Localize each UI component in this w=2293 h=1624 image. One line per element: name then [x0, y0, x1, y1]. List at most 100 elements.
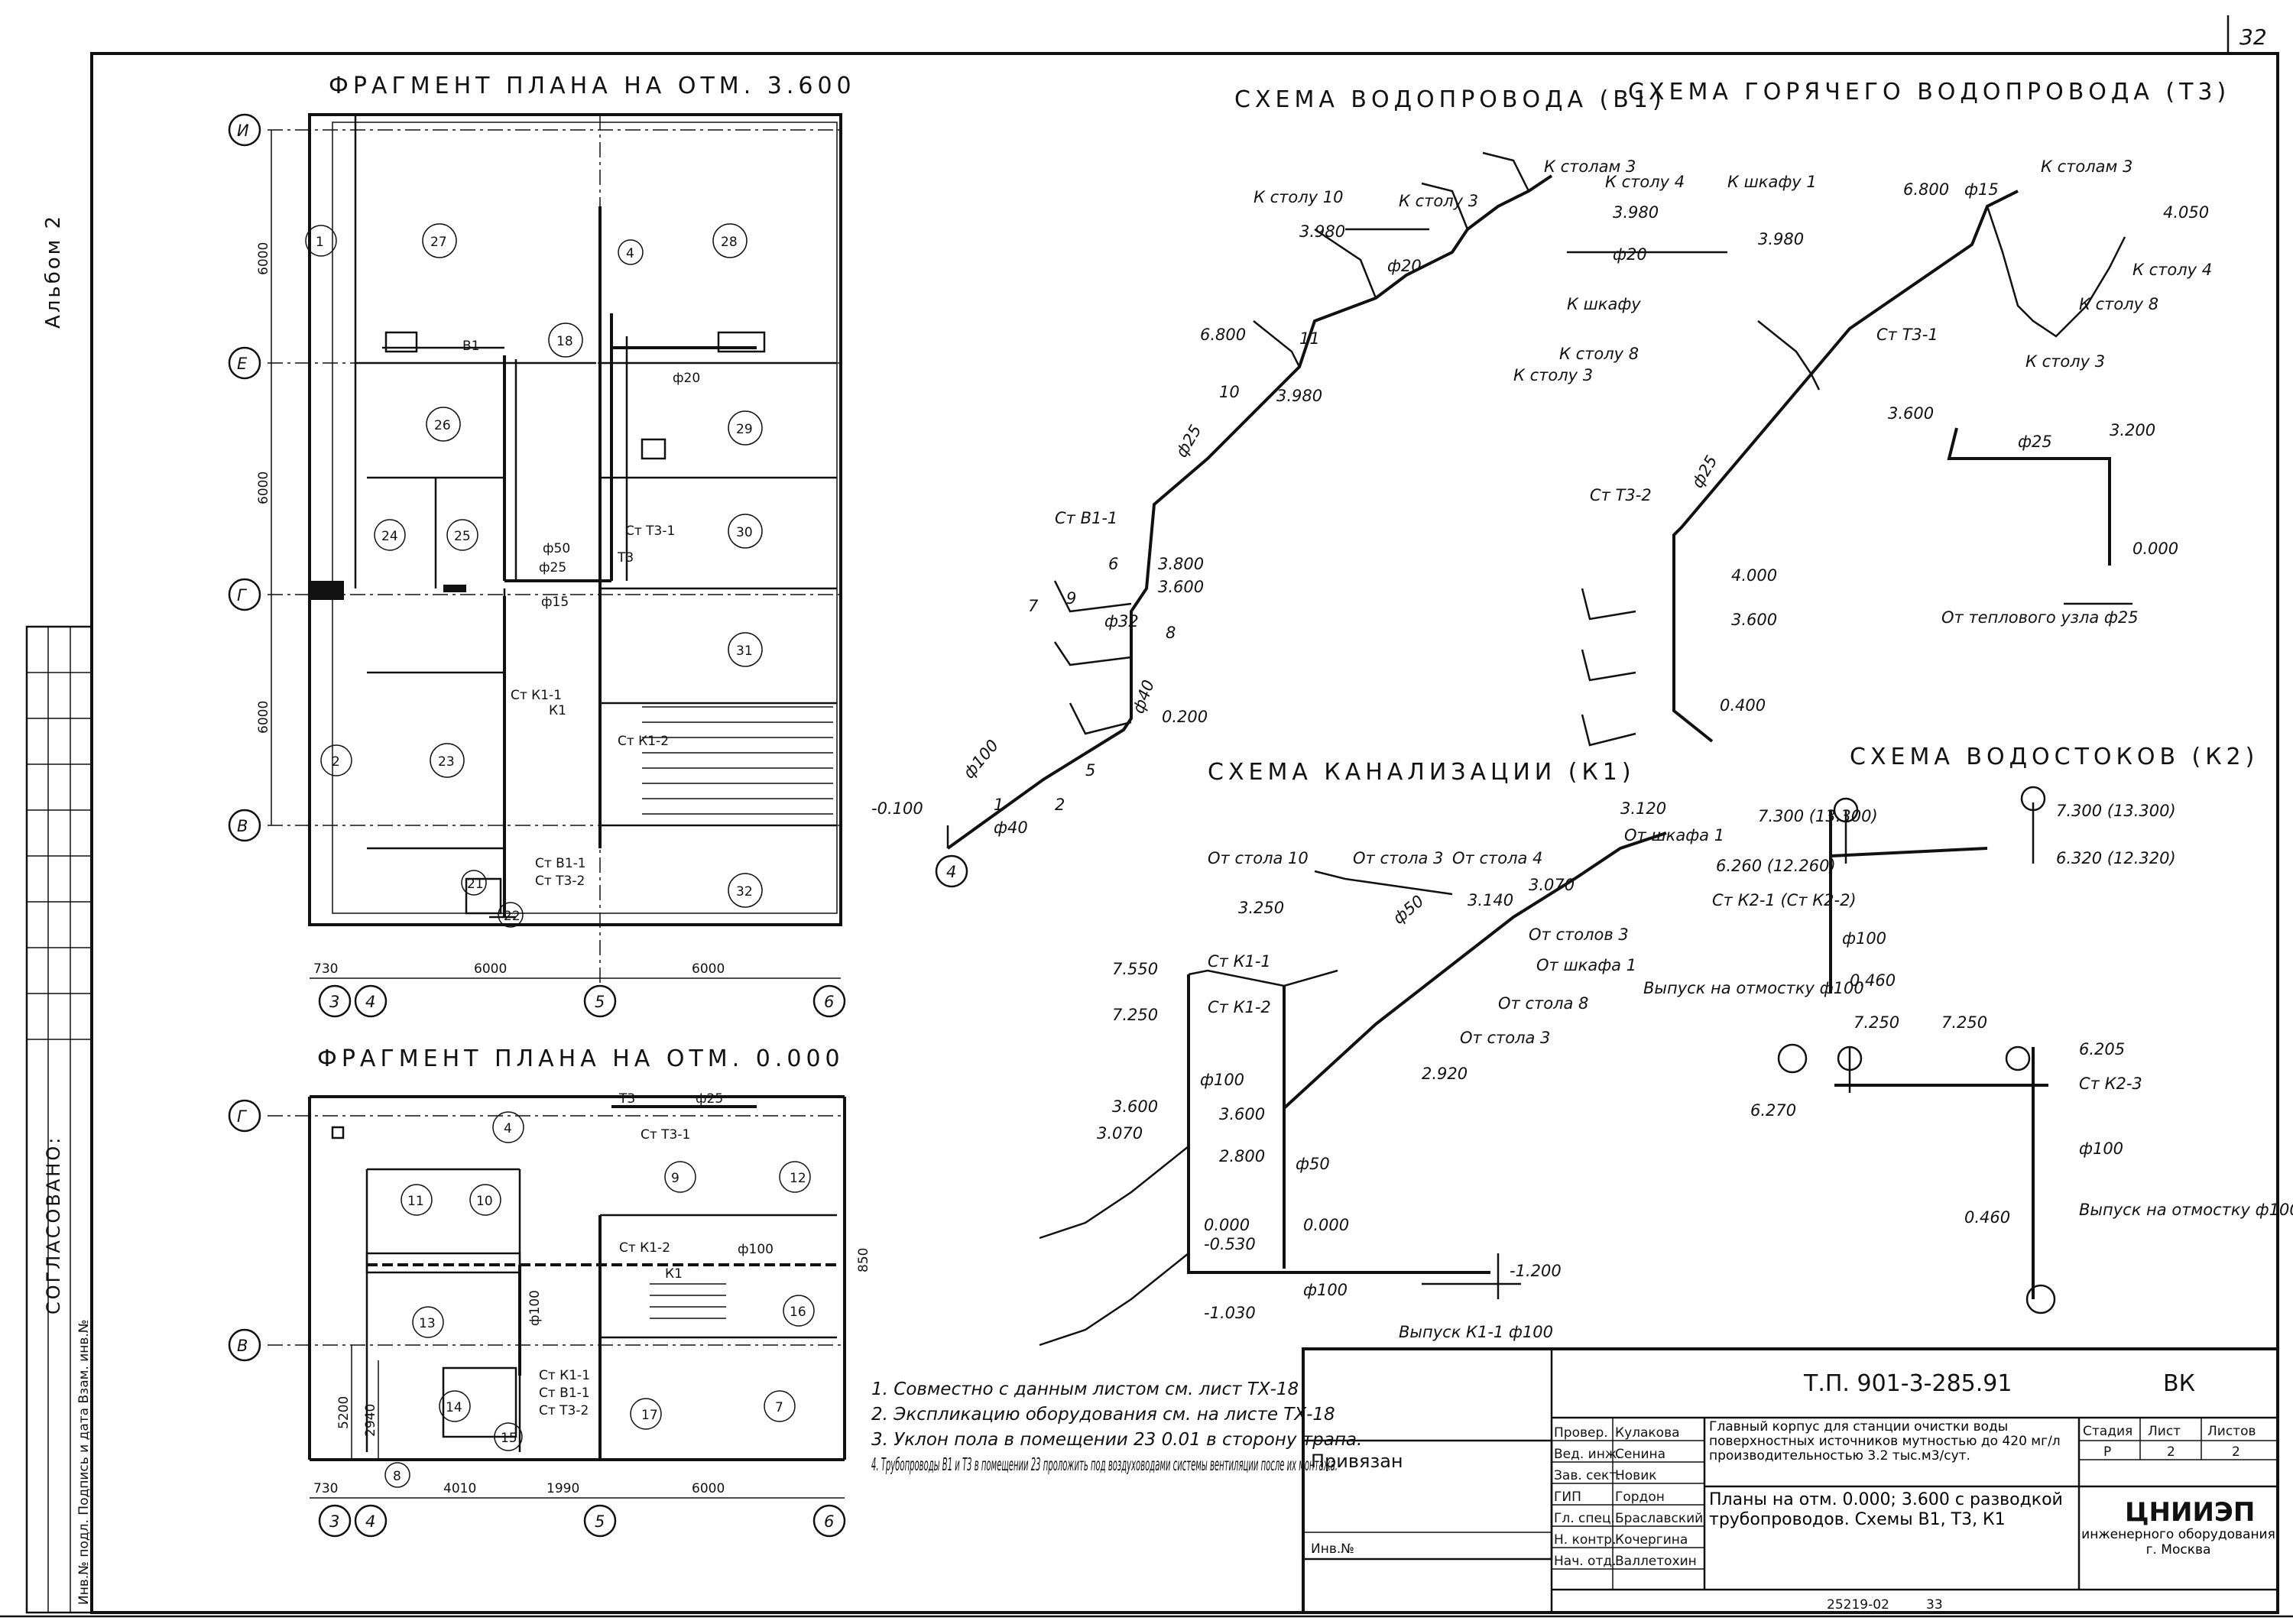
axis-col-1: 3 [329, 993, 339, 1011]
room-label: 32 [736, 884, 753, 900]
pipe-label: Т3 [617, 550, 634, 566]
water-label: 2 [1055, 796, 1065, 814]
scheme-sewer-title: СХЕМА КАНАЛИЗАЦИИ (К1) [1208, 759, 1636, 786]
plan-bottom-title: ФРАГМЕНТ ПЛАНА НА ОТМ. 0.000 [317, 1045, 845, 1072]
name-label: Валлетохин [1615, 1554, 1697, 1569]
pipe-label: ф25 [696, 1091, 723, 1107]
pipe-label: Ст К1-2 [618, 734, 669, 749]
dim-v-2: 6000 [256, 472, 271, 504]
sewer-label: Ст К1-1 [1208, 952, 1271, 971]
sewer-label: От стола 4 [1452, 849, 1542, 867]
section-code: ВК [2163, 1370, 2195, 1397]
water-label: 1 [994, 796, 1004, 814]
agreed-label: СОГЛАСОВАНО: [43, 1136, 64, 1314]
drain-label: 6.260 (12.260) [1716, 857, 1836, 875]
sewer-label: ф100 [1303, 1281, 1348, 1299]
drain-label: Выпуск на отмостку ф100 [2079, 1201, 2293, 1219]
name-label: Кочергина [1615, 1532, 1688, 1548]
hot-label: К столу 8 [1559, 345, 1639, 363]
water-label: 7 [1028, 597, 1039, 615]
sewer-label: От шкафа 1 [1536, 956, 1636, 974]
axis-row-3: Г [237, 586, 248, 605]
room-label: 8 [393, 1469, 401, 1484]
axis-bubble [935, 854, 968, 888]
pipe-label: Ст В1-1 [535, 856, 586, 871]
axis-col-3: 5 [595, 1512, 605, 1531]
sheet-label: Лист [2148, 1424, 2181, 1439]
axis-row-4: В [237, 817, 248, 835]
side-stamp-text: Инв.№ подл. Подпись и дата Взам. инв.№ [76, 1319, 92, 1605]
scheme-hot-piping [1581, 190, 2132, 747]
water-label: Ст В1-1 [1055, 509, 1117, 527]
role-label: ГИП [1554, 1489, 1581, 1505]
drain-label: 6.270 [1750, 1101, 1796, 1120]
axis-row-2: В [237, 1337, 248, 1355]
sewer-label: От шкафа 1 [1624, 826, 1724, 844]
scheme-hot-title: СХЕМА ГОРЯЧЕГО ВОДОПРОВОДА (Т3) [1628, 79, 2230, 105]
sewer-label: 3.250 [1238, 899, 1284, 917]
room-label: 7 [775, 1400, 783, 1415]
plan-top-outline [308, 113, 842, 926]
hot-label: 3.600 [1731, 611, 1777, 629]
scheme-sewer-piping [1039, 831, 1667, 1347]
pipe-label: Ст Т3-2 [535, 874, 585, 889]
water-label: 3.600 [1158, 578, 1204, 596]
dim-v-3: 6000 [256, 701, 271, 734]
page-number: 32 [2239, 24, 2267, 50]
hot-label: Ст Т3-2 [1590, 486, 1652, 504]
pipe-label: Ст К1-1 [539, 1368, 590, 1383]
note-4: 4. Трубопроводы В1 и Т3 в помещении 23 п… [871, 1455, 1338, 1475]
project-name: Главный корпус для станции очистки воды … [1709, 1420, 2061, 1464]
inv-label: Инв.№ [1311, 1541, 1354, 1557]
sewer-label: 7.250 [1112, 1006, 1158, 1024]
hot-label: К шкафу [1567, 295, 1641, 313]
hot-label: 3.980 [1613, 203, 1659, 222]
hot-label: К столу 4 [2132, 261, 2212, 279]
room-label: 23 [438, 754, 455, 770]
hot-label: 0.000 [2132, 540, 2178, 558]
room-label: 11 [407, 1194, 424, 1209]
org-name: ЦНИИЭП [2125, 1497, 2255, 1528]
drain-label: 0.460 [1964, 1208, 2010, 1227]
pipe-label: ф100 [738, 1242, 774, 1257]
sewer-label: 3.140 [1468, 891, 1513, 909]
sheets-value: 2 [2232, 1444, 2240, 1460]
hot-label: 4.000 [1731, 566, 1777, 585]
hot-label: Ст Т3-1 [1876, 326, 1938, 344]
pipe-label: ф20 [673, 371, 700, 386]
sewer-label: От стола 3 [1460, 1029, 1550, 1047]
room-label: 28 [721, 235, 738, 250]
axis-col-4: 6 [824, 1512, 834, 1531]
sewer-label: -1.030 [1204, 1304, 1256, 1322]
role-label: Зав. сект. [1554, 1468, 1621, 1483]
org-sub-box: инженерного оборудования г. Москва [2081, 1527, 2275, 1558]
sewer-label: От стола 10 [1208, 849, 1309, 867]
drain-label: Выпуск на отмостку ф100 [1643, 979, 1864, 997]
sewer-label: 3.600 [1112, 1097, 1158, 1116]
axis-col-3: 5 [595, 993, 605, 1011]
pipe-label: ф50 [543, 541, 570, 556]
hot-label: От теплового узла ф25 [1941, 608, 2139, 627]
sewer-label: ф50 [1390, 892, 1428, 928]
axis-col-2: 4 [365, 1512, 375, 1531]
pipe-label: К1 [665, 1266, 683, 1282]
pipe-label: ф100 [527, 1290, 543, 1326]
drain-label: Ст К2-3 [2079, 1075, 2142, 1093]
role-label: Вед. инж. [1554, 1447, 1621, 1462]
room-label: 15 [501, 1431, 517, 1446]
drain-label: 6.205 [2079, 1040, 2125, 1058]
scheme-water-title: СХЕМА ВОДОПРОВОДА (В1) [1234, 86, 1666, 113]
pipe-label: Ст В1-1 [539, 1386, 590, 1401]
pipe-label: ф25 [539, 560, 566, 575]
drain-label: 7.300 (13.300) [1758, 807, 1878, 825]
axis-row-1: Г [237, 1107, 248, 1126]
sewer-label: -0.530 [1204, 1235, 1256, 1253]
room-label: 27 [430, 235, 447, 250]
dim-h-2: 4010 [443, 1481, 476, 1496]
sewer-label: ф100 [1200, 1071, 1244, 1089]
water-label: ф40 [994, 818, 1028, 837]
pipe-label: Ст К1-1 [511, 688, 562, 703]
room-label: 25 [454, 529, 471, 544]
room-label: 30 [736, 525, 753, 540]
note-3: 3. Уклон пола в помещении 23 0.01 в стор… [871, 1430, 1362, 1450]
